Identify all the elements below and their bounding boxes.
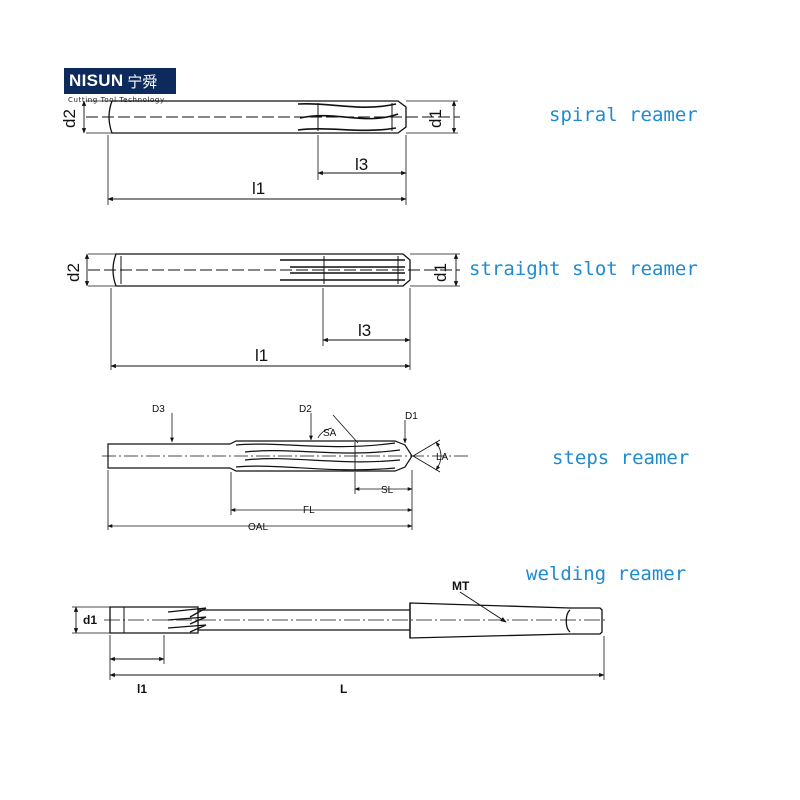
steps-fl-label: FL [303,505,315,516]
steps-d3-label: D3 [152,404,165,415]
spiral-reamer-title: spiral reamer [549,104,698,126]
straight-l1-label: l1 [255,346,268,365]
brand-logo: NISUN 宁舜 [64,68,176,94]
straight-slot-reamer-drawing [84,253,460,370]
straight-d2-label: d2 [64,263,83,282]
steps-la-label: LA [436,452,449,463]
steps-reamer-drawing [102,413,470,530]
spiral-reamer-drawing [81,100,460,205]
steps-d1-label: D1 [405,411,418,422]
welding-L-label: L [340,682,347,696]
welding-l1-label: l1 [137,682,147,696]
welding-d1-label: d1 [83,613,97,627]
straight-l3-label: l3 [358,321,371,340]
welding-reamer-title: welding reamer [526,563,687,585]
steps-oal-label: OAL [248,522,268,533]
logo-brand-cn-text: 宁舜 [127,72,158,91]
straight-d1-label: d1 [431,263,450,282]
welding-mt-label: MT [452,579,470,593]
steps-sl-label: SL [381,485,394,496]
steps-sa-label: SA [323,428,337,439]
logo-tagline: Cutting Tool Technology [68,96,165,104]
steps-d2-label: D2 [299,404,312,415]
logo-brand-text: NISUN [69,71,124,90]
spiral-l3-label: l3 [355,155,368,174]
steps-reamer-title: steps reamer [552,447,690,469]
spiral-d1-label: d1 [426,109,445,128]
welding-reamer-drawing [72,591,608,680]
spiral-d2-label: d2 [60,109,79,128]
straight-slot-reamer-title: straight slot reamer [469,258,698,280]
spiral-l1-label: l1 [252,179,265,198]
